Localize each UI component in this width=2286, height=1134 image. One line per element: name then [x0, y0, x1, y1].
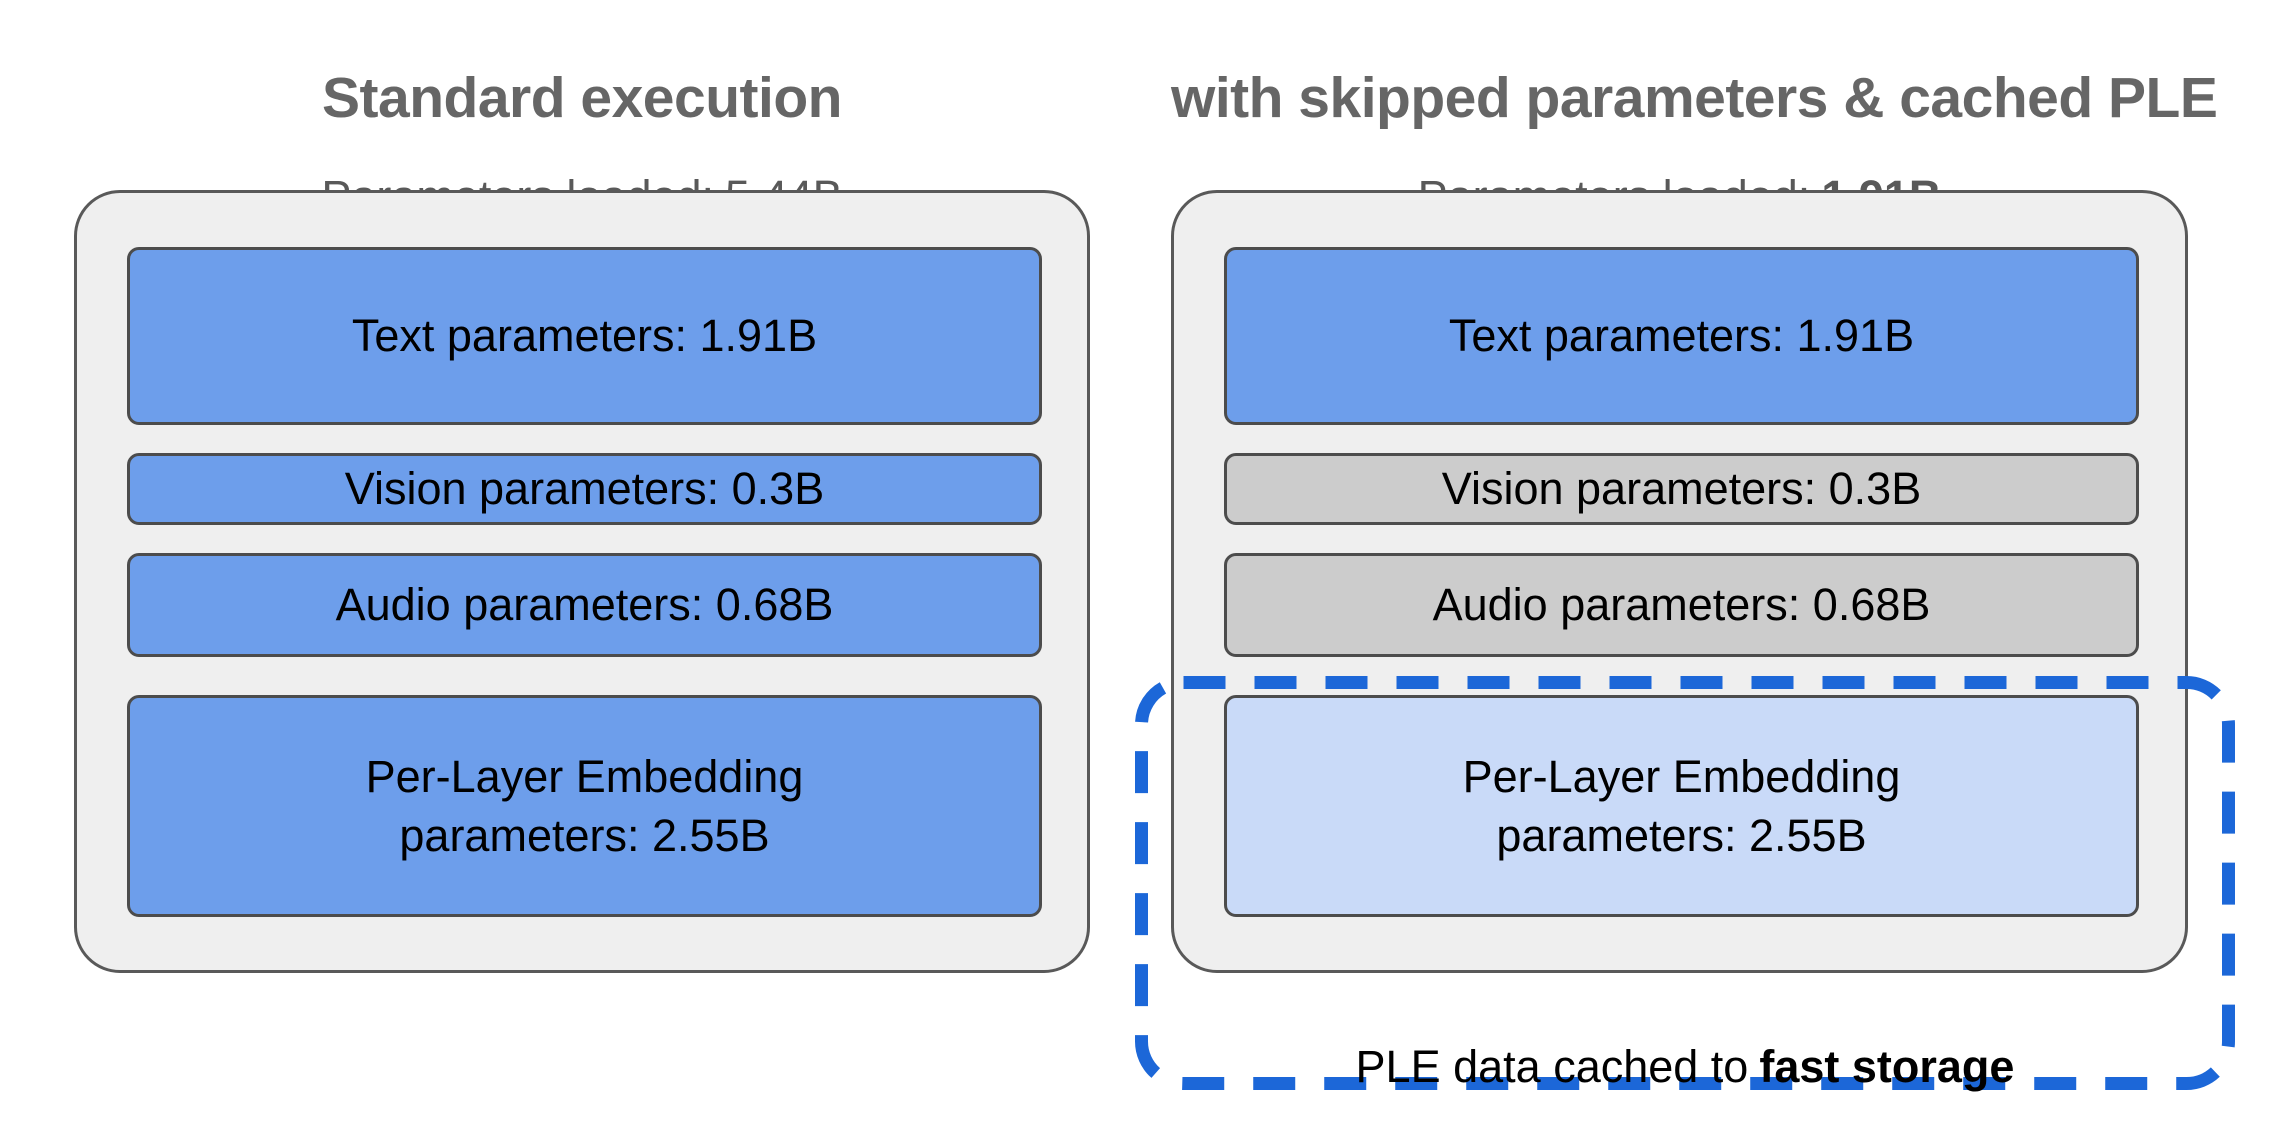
param-box-label-line2: parameters: 2.55B	[1496, 810, 1867, 861]
param-box-audio-skipped: Audio parameters: 0.68B	[1224, 553, 2139, 657]
param-box-vision-skipped: Vision parameters: 0.3B	[1224, 453, 2139, 525]
param-box-label: Text parameters: 1.91B	[351, 310, 818, 362]
param-box-label: Audio parameters: 0.68B	[335, 579, 834, 631]
panel-title-skipped-cached: with skipped parameters & cached PLE	[1171, 66, 2218, 131]
model-container-skipped-cached: Text parameters: 1.91B Vision parameters…	[1171, 190, 2188, 973]
panel-title-standard: Standard execution	[322, 66, 842, 131]
param-box-vision: Vision parameters: 0.3B	[127, 453, 1042, 525]
param-box-ple-cached: Per-Layer Embedding parameters: 2.55B	[1224, 695, 2139, 917]
param-box-label: Text parameters: 1.91B	[1448, 310, 1915, 362]
caption-prefix: PLE data cached to	[1355, 1041, 1749, 1092]
param-box-audio: Audio parameters: 0.68B	[127, 553, 1042, 657]
param-box-ple: Per-Layer Embedding parameters: 2.55B	[127, 695, 1042, 917]
caption-emphasis: fast storage	[1759, 1041, 2015, 1092]
param-box-label-line1: Per-Layer Embedding	[1462, 750, 1901, 802]
param-box-label: Audio parameters: 0.68B	[1432, 579, 1931, 631]
param-box-label: Vision parameters: 0.3B	[344, 463, 825, 515]
param-box-label-line1: Per-Layer Embedding	[365, 750, 804, 802]
model-container-standard: Text parameters: 1.91B Vision parameters…	[74, 190, 1090, 973]
param-box-text: Text parameters: 1.91B	[1224, 247, 2139, 425]
param-box-label-line2: parameters: 2.55B	[399, 810, 770, 861]
param-box-text: Text parameters: 1.91B	[127, 247, 1042, 425]
param-box-label: Vision parameters: 0.3B	[1441, 463, 1922, 515]
